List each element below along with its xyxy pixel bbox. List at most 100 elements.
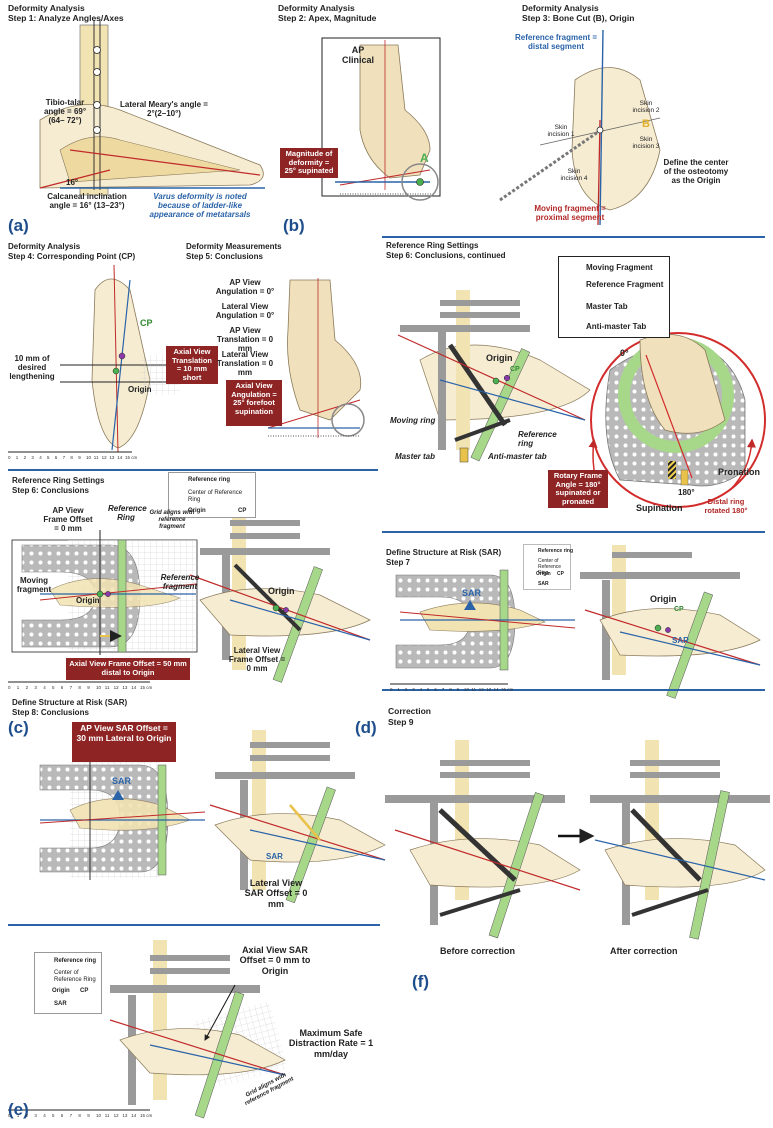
ruler-tick-label: 2 — [404, 687, 408, 692]
step6b-title: Reference Ring Settings — [386, 241, 479, 250]
step1-title: Deformity Analysis — [8, 3, 85, 13]
cp-label-step4: CP — [140, 318, 153, 328]
axial-translation-box: Axial View Translation = 10 mm short — [166, 346, 218, 384]
ap-translation: AP View Translation = 0 mm — [216, 326, 274, 354]
legend-e — [34, 952, 102, 1014]
ruler-tick-label: 0 — [8, 455, 11, 460]
rotary-frame-box: Rotary Frame Angle = 180° supinated or p… — [548, 470, 608, 508]
step6c-frame-ap — [11, 530, 198, 655]
legend-6c-cp: CP — [238, 508, 247, 514]
step5-title: Deformity Measurements — [186, 242, 282, 251]
step3-illustration — [499, 29, 661, 226]
step1-illustration — [39, 20, 265, 196]
after-correction-label: After correction — [610, 946, 678, 956]
lateral-translation: Lateral View Translation = 0 mm — [216, 350, 274, 378]
varus-note: Varus deformity is noted because of ladd… — [149, 192, 251, 220]
distal-ring-rotated-label: Distal ring rotated 180° — [704, 497, 748, 515]
sar-label-7-ap: SAR — [462, 588, 482, 598]
before-correction-label: Before correction — [440, 946, 516, 956]
ruler-tick-label: 8 — [78, 1113, 81, 1118]
ruler-tick-label: 13 — [486, 687, 492, 692]
step8-frame-lateral — [209, 730, 386, 904]
ruler-tick-label: 14 — [131, 1113, 137, 1118]
ruler-tick-label: 1 — [16, 1113, 20, 1118]
ruler-tick-label: 6 — [60, 685, 64, 690]
step8-title: Define Structure at Risk (SAR) — [12, 698, 128, 707]
legend-7-center: Center of Reference Ring — [538, 558, 562, 576]
step8-subtitle: Step 8: Conclusions — [12, 708, 89, 717]
ruler-tick-label: 10 — [96, 1113, 102, 1118]
legend-anti-master-tab: Anti-master Tab — [586, 322, 647, 331]
legend-master-tab: Master Tab — [586, 302, 628, 311]
ruler-tick-label: 3 — [34, 1113, 37, 1118]
ruler-tick-label: 0 — [390, 687, 393, 692]
apex-letter: A — [420, 151, 429, 165]
step9-after — [590, 740, 770, 940]
skin-incision-3: Skin incision 3 — [632, 136, 660, 151]
ap-frame-offset: AP View Frame Offset = 0 mm — [43, 506, 93, 534]
supination-label: Supination — [636, 503, 683, 513]
ruler-tick-label: 9 — [456, 687, 460, 692]
panel-letter-d: (d) — [355, 718, 377, 737]
meary-label: Lateral Meary's angle = 2°(2–10°) — [120, 100, 208, 119]
step9-title: Correction — [388, 706, 431, 716]
step2-subtitle: Step 2: Apex, Magnitude — [278, 13, 377, 23]
ruler-tick-label: 6 — [60, 1113, 64, 1118]
ruler-tick-label: 13 — [122, 1113, 128, 1118]
ruler-tick-label: 5 — [52, 1113, 55, 1118]
axial-sar-offset: Axial View SAR Offset = 0 mm to Origin — [239, 945, 311, 976]
skin-incision-2: Skin incision 2 — [632, 100, 660, 115]
step6b-frame-illustration — [397, 290, 591, 463]
ruler-tick-label: 2 — [25, 685, 29, 690]
step7-frame-ap — [395, 569, 576, 671]
legend-e-center: Center of Reference Ring — [54, 970, 96, 983]
ruler-tick-label: 5 — [52, 685, 55, 690]
ruler-tick-label: 8 — [78, 685, 81, 690]
ruler-tick-label: 15 cm — [140, 685, 153, 690]
step7-title: Define Structure at Risk (SAR) — [386, 548, 502, 557]
sar-label-7-lat: SAR — [672, 636, 689, 645]
sar-label-8-ap: SAR — [112, 776, 132, 786]
ruler-tick-label: 3 — [34, 685, 37, 690]
legend-7 — [523, 544, 571, 590]
legend-6b — [558, 256, 670, 338]
legend-6c-center: Center of Reference Ring — [188, 490, 243, 503]
skin-incision-1: Skin incision 1 — [547, 124, 575, 139]
zero-degree-label: 0° — [620, 348, 629, 358]
ruler-tick-label: 4 — [419, 687, 423, 692]
panel-e-frame — [109, 940, 288, 1119]
legend-6c-ref-ring: Reference ring — [188, 477, 231, 483]
axial-angulation-box: Axial View Angulation = 25° forefoot sup… — [226, 380, 282, 426]
ruler-tick-label: 7 — [62, 455, 66, 460]
ruler-tick-label: 10 — [86, 455, 92, 460]
grid-note-6c: Grid aligns with reference fragment — [149, 510, 195, 530]
define-origin-note: Define the center of the osteotomy as th… — [663, 158, 729, 186]
moving-ring-label: Moving ring — [390, 416, 436, 425]
ruler-tick-label: 12 — [101, 455, 107, 460]
tibiotalar-label: Tibio-talar angle = 69° (64– 72°) — [43, 98, 87, 126]
ruler-tick-label: 11 — [471, 687, 477, 692]
step4-title: Deformity Analysis — [8, 242, 81, 251]
legend-6c-origin: Origin — [188, 508, 206, 514]
step2-title: Deformity Analysis — [278, 3, 355, 13]
ruler-tick-label: 14 — [493, 687, 499, 692]
step4-subtitle: Step 4: Corresponding Point (CP) — [8, 252, 136, 261]
lateral-sar-offset: Lateral View SAR Offset = 0 mm — [244, 878, 308, 909]
ruler-tick-label: 4 — [43, 1113, 46, 1118]
lateral-angulation: Lateral View Angulation = 0° — [215, 302, 275, 321]
step6c-title: Reference Ring Settings — [12, 476, 105, 485]
ap-angulation: AP View Angulation = 0° — [215, 278, 275, 297]
ruler-tick-label: 3 — [31, 455, 34, 460]
step5-illustration — [267, 278, 365, 438]
ruler-tick-label: 0 — [8, 1113, 11, 1118]
step6c-frame-lateral — [189, 510, 371, 683]
ruler-tick-label: 13 — [109, 455, 115, 460]
ruler-tick-label: 12 — [478, 687, 484, 692]
ruler-tick-label: 13 — [122, 685, 128, 690]
max-distraction-rate: Maximum Safe Distraction Rate = 1 mm/day — [288, 1028, 374, 1059]
lengthening-label: 10 mm of desired lengthening — [9, 354, 55, 382]
legend-6c — [168, 472, 256, 518]
ruler-tick-label: 8 — [70, 455, 73, 460]
ruler-tick-label: 14 — [117, 455, 123, 460]
